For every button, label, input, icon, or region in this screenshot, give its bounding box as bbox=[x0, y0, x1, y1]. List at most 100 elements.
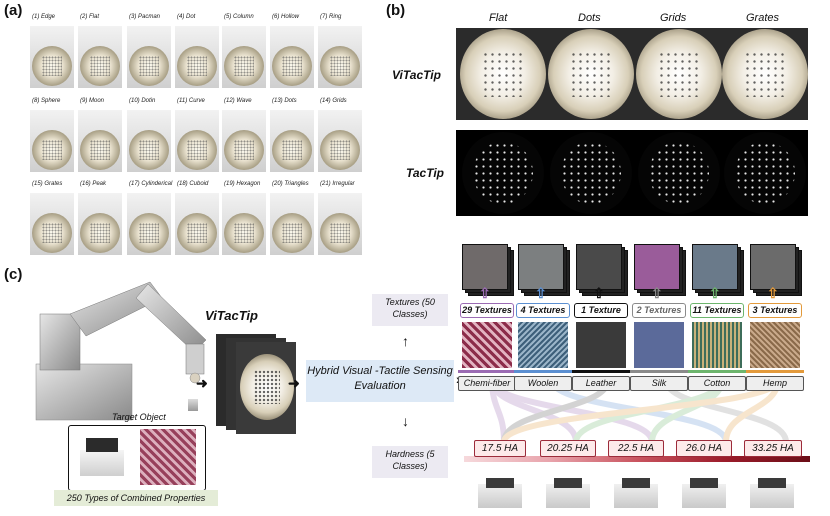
material-label: Silk bbox=[630, 376, 688, 391]
vitactip-grates-image bbox=[722, 29, 808, 119]
hardness-sample bbox=[750, 478, 794, 508]
material-color-strip bbox=[630, 370, 688, 373]
material-color-strip bbox=[458, 370, 516, 373]
shape-label: (1) Edge bbox=[32, 14, 56, 20]
target-object-label: Target Object bbox=[112, 412, 166, 422]
shape-tactile-image bbox=[80, 130, 120, 170]
shape-label: (19) Hexagon bbox=[224, 181, 261, 187]
texture-tactile-image bbox=[692, 244, 738, 290]
arrow-up-icon: ⇧ bbox=[479, 285, 491, 301]
evaluation-box: Hybrid Visual -Tactile Sensing Evaluatio… bbox=[306, 360, 454, 402]
material-color-strip bbox=[572, 370, 630, 373]
row-label-vitactip: ViTacTip bbox=[392, 68, 441, 82]
texture-tactile-image bbox=[750, 244, 796, 290]
shape-label: (8) Sphere bbox=[32, 98, 61, 104]
combined-properties-label: 250 Types of Combined Properties bbox=[54, 490, 218, 506]
arrow-up-icon: ⇧ bbox=[651, 285, 663, 301]
col-label-dots: Dots bbox=[578, 12, 601, 24]
vitactip-flat-image bbox=[460, 29, 546, 119]
robot-arm-illustration bbox=[35, 281, 207, 421]
col-label-grates: Grates bbox=[746, 12, 780, 24]
shape-label: (12) Wave bbox=[224, 98, 252, 104]
hardness-sample bbox=[478, 478, 522, 508]
texture-count-badge: 11 Textures bbox=[690, 303, 744, 318]
arrow-up-textures: ↑ bbox=[402, 333, 409, 349]
vitactip-dots-image bbox=[548, 29, 634, 119]
hardness-bar bbox=[464, 456, 810, 462]
material-color-strip bbox=[746, 370, 804, 373]
textures-label: Textures (50 Classes) bbox=[372, 294, 448, 326]
texture-tactile-image bbox=[576, 244, 622, 290]
tactip-grids-image bbox=[638, 132, 720, 214]
material-label: Chemi-fiber bbox=[458, 376, 516, 391]
texture-count-badge: 3 Textures bbox=[748, 303, 802, 318]
material-label: Woolen bbox=[514, 376, 572, 391]
material-swatch bbox=[462, 322, 512, 368]
arrow-up-icon: ⇧ bbox=[535, 285, 547, 301]
material-label: Leather bbox=[572, 376, 630, 391]
shape-label: (3) Pacman bbox=[129, 14, 161, 20]
shape-tactile-image bbox=[224, 130, 264, 170]
shape-tactile-image bbox=[177, 130, 217, 170]
target-texture-image bbox=[140, 429, 196, 485]
material-label: Hemp bbox=[746, 376, 804, 391]
arrow-up-icon: ⇧ bbox=[767, 285, 779, 301]
hardness-sample bbox=[682, 478, 726, 508]
vitactip-grids-image bbox=[636, 29, 722, 119]
shape-tactile-image bbox=[129, 130, 169, 170]
shape-tactile-image bbox=[320, 46, 360, 86]
material-color-strip bbox=[514, 370, 572, 373]
texture-count-badge: 1 Texture bbox=[574, 303, 628, 318]
shape-tactile-image bbox=[177, 46, 217, 86]
shape-label: (18) Cuboid bbox=[177, 181, 209, 187]
shape-label: (9) Moon bbox=[80, 98, 105, 104]
row-label-tactip: TacTip bbox=[406, 166, 445, 180]
arrow-up-icon: ⇧ bbox=[593, 285, 605, 301]
shape-label: (17) Cylinderical bbox=[129, 181, 173, 187]
shape-label: (10) Dotin bbox=[129, 98, 156, 104]
texture-count-badge: 2 Textures bbox=[632, 303, 686, 318]
hardness-badge: 17.5 HA bbox=[474, 440, 526, 457]
shape-label: (14) Grids bbox=[320, 98, 347, 104]
texture-tactile-image bbox=[462, 244, 508, 290]
arrow-up-icon: ⇧ bbox=[709, 285, 721, 301]
shape-label: (15) Grates bbox=[32, 181, 63, 187]
arrow-down-hardness: ↓ bbox=[402, 413, 409, 429]
shape-label: (20) Triangles bbox=[272, 181, 309, 187]
shape-tactile-image bbox=[320, 130, 360, 170]
arrow-to-images: ➜ bbox=[196, 375, 208, 391]
panel-c-label: (c) bbox=[4, 266, 23, 283]
shape-tactile-image bbox=[320, 213, 360, 253]
tactile-image-stack bbox=[216, 334, 296, 434]
texture-tactile-image bbox=[634, 244, 680, 290]
panel-a-label: (a) bbox=[4, 2, 23, 19]
material-swatch bbox=[750, 322, 800, 368]
shape-label: (7) Ring bbox=[320, 14, 342, 20]
shape-tactile-image bbox=[224, 46, 264, 86]
shape-label: (4) Dot bbox=[177, 14, 196, 20]
shape-tactile-image bbox=[272, 130, 312, 170]
shape-label: (16) Peak bbox=[80, 181, 107, 187]
shape-label: (13) Dots bbox=[272, 98, 297, 104]
panel-b-label: (b) bbox=[386, 2, 406, 19]
shape-tactile-image bbox=[32, 130, 72, 170]
col-label-flat: Flat bbox=[489, 12, 508, 24]
shape-label: (2) Flat bbox=[80, 14, 100, 20]
shape-label: (21) Irregular bbox=[320, 181, 355, 187]
hardness-label: Hardness (5 Classes) bbox=[372, 446, 448, 478]
shape-label: (6) Hollow bbox=[272, 14, 300, 20]
tactip-flat-image bbox=[462, 132, 544, 214]
shape-tactile-image bbox=[32, 213, 72, 253]
hardness-sample bbox=[614, 478, 658, 508]
hardness-badge: 33.25 HA bbox=[744, 440, 802, 457]
hardness-badge: 20.25 HA bbox=[540, 440, 596, 457]
shape-tactile-image bbox=[80, 46, 120, 86]
shape-tactile-image bbox=[129, 46, 169, 86]
shape-label: (5) Column bbox=[224, 14, 254, 20]
material-color-strip bbox=[688, 370, 746, 373]
shape-tactile-image bbox=[272, 46, 312, 86]
material-swatch bbox=[634, 322, 684, 368]
target-cube-small bbox=[188, 399, 198, 411]
material-swatch bbox=[692, 322, 742, 368]
shape-tactile-image bbox=[177, 213, 217, 253]
